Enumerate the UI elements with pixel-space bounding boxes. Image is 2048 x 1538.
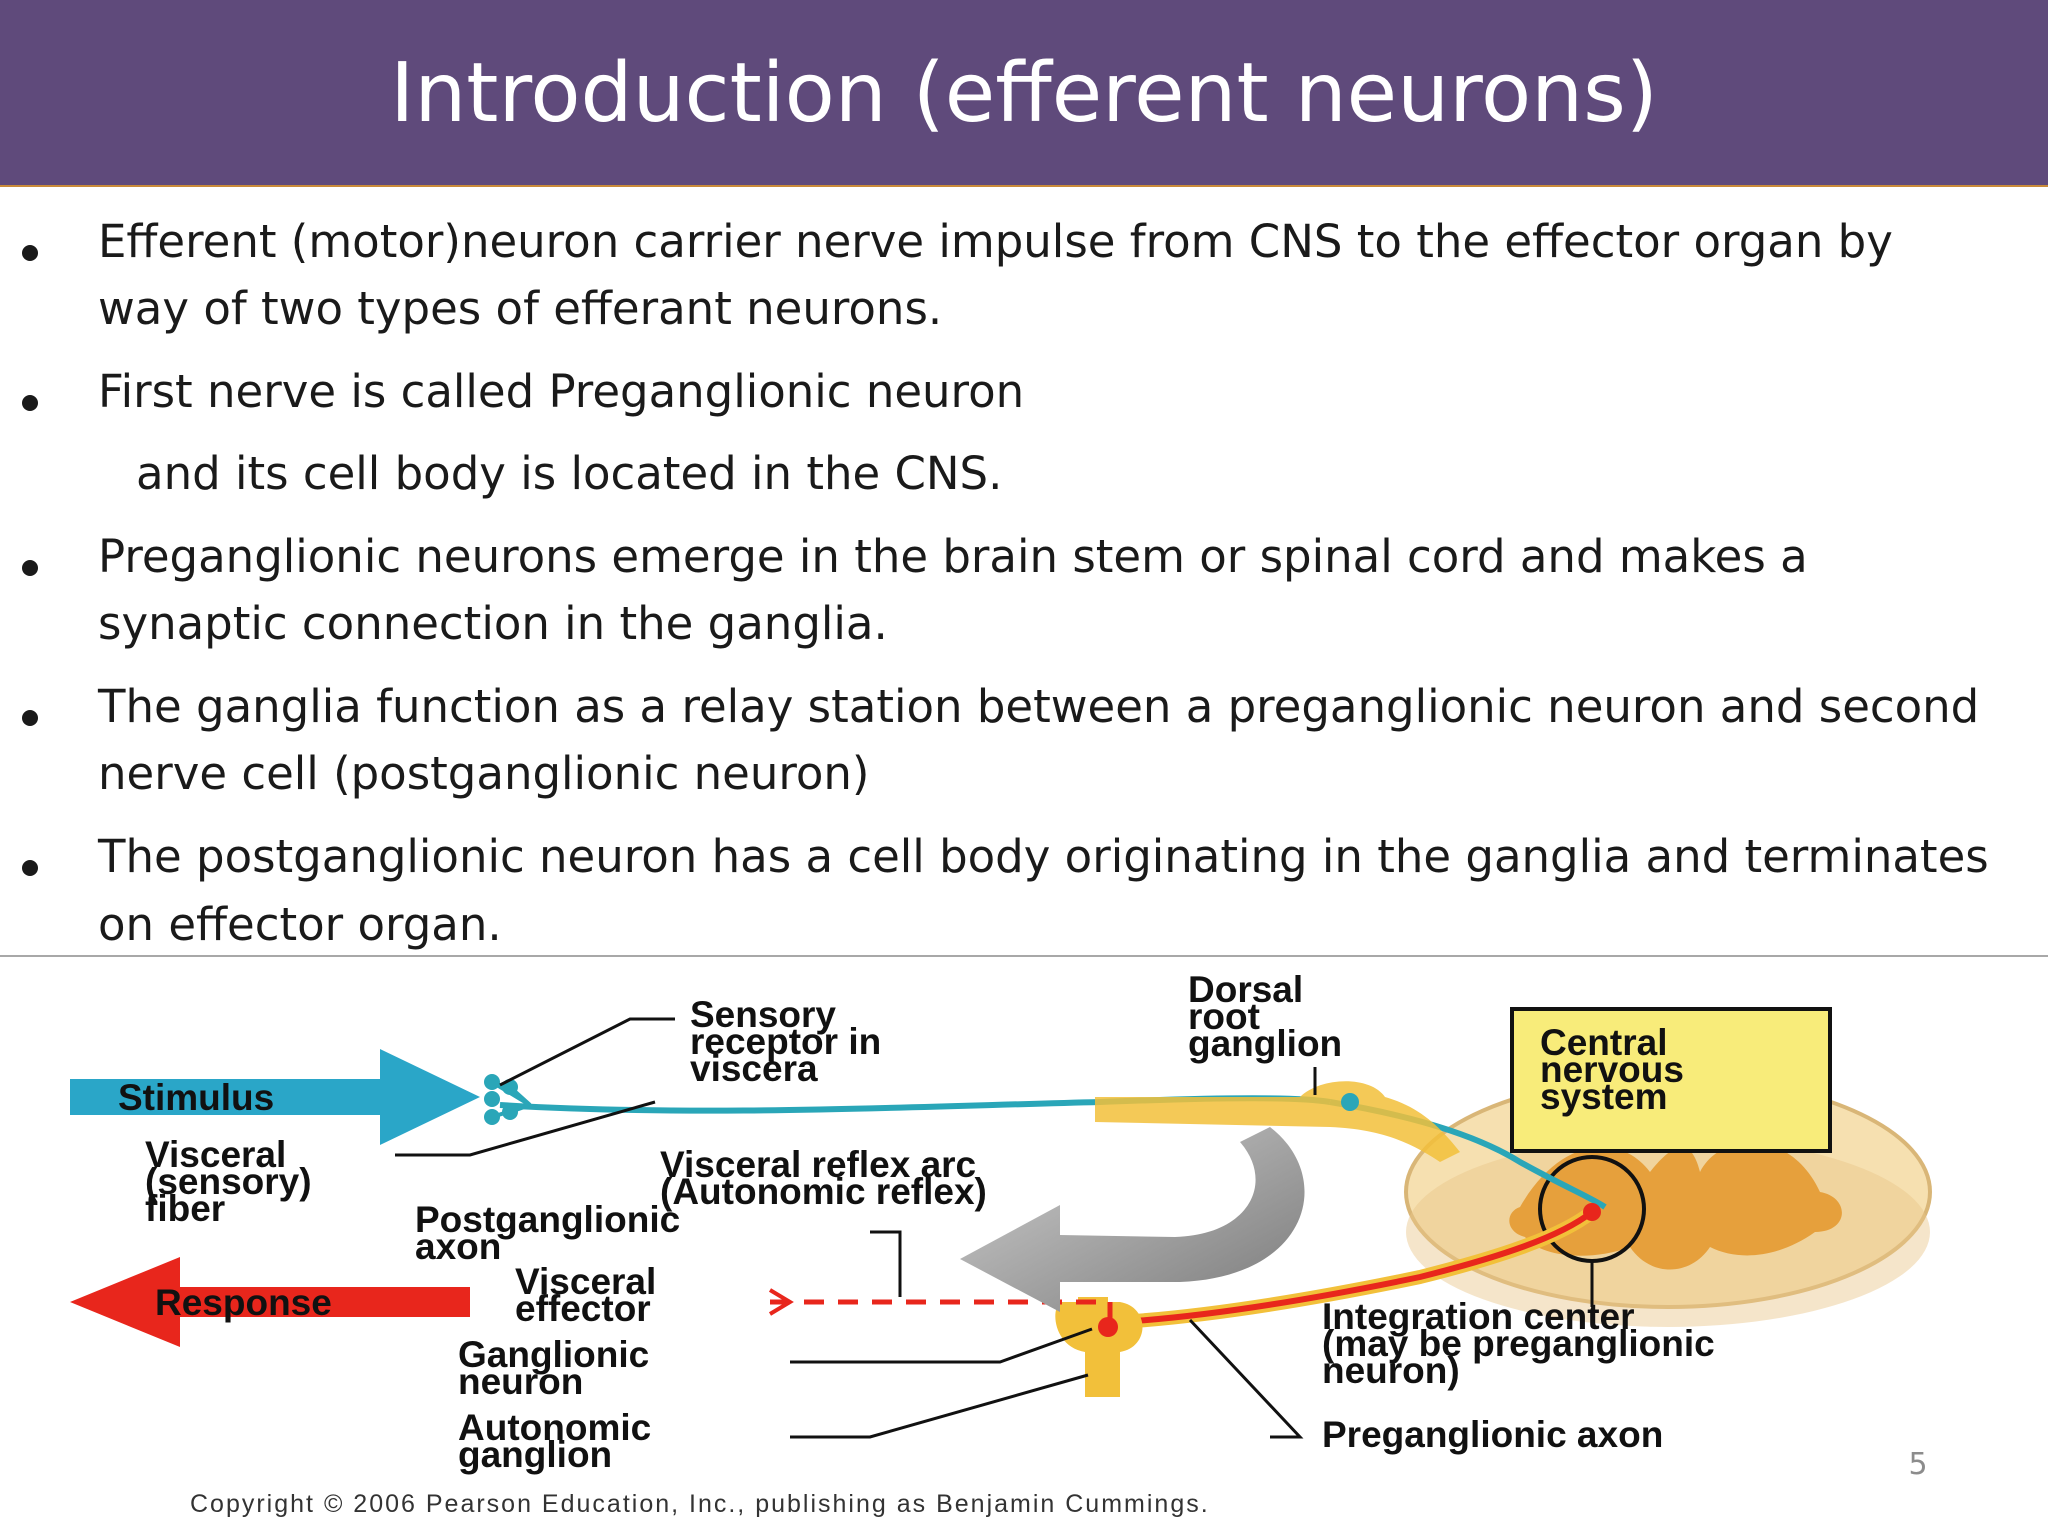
bullet-list: Efferent (motor)neuron carrier nerve imp… xyxy=(0,215,2048,955)
svg-text:nervous: nervous xyxy=(1540,1049,1684,1090)
bullet-4-line-1: The ganglia function as a relay station … xyxy=(98,680,1980,733)
svg-text:axon: axon xyxy=(415,1226,501,1267)
diagram-labels: Sensory receptor in viscera Dorsal root … xyxy=(145,969,1715,1518)
svg-text:effector: effector xyxy=(515,1288,651,1329)
svg-text:neuron): neuron) xyxy=(1322,1350,1460,1391)
svg-text:Ganglionic: Ganglionic xyxy=(458,1334,649,1375)
bullet-3-line-1: Preganglionic neurons emerge in the brai… xyxy=(98,530,1808,583)
bullet-marker xyxy=(22,395,38,411)
svg-text:ganglion: ganglion xyxy=(1188,1023,1342,1064)
svg-text:(sensory): (sensory) xyxy=(145,1161,312,1202)
svg-text:Response: Response xyxy=(155,1282,332,1323)
bullet-2-continuation: and its cell body is located in the CNS. xyxy=(136,447,1003,500)
bullet-5-line-1: The postganglionic neuron has a cell bod… xyxy=(98,830,1989,883)
svg-text:Integration center: Integration center xyxy=(1322,1296,1635,1337)
preganglionic-axon-path xyxy=(1119,1209,1594,1325)
title-bar xyxy=(0,0,2048,187)
reflex-arc-arrow xyxy=(960,1127,1305,1312)
svg-text:Sensory: Sensory xyxy=(690,994,836,1035)
bullet-4-line-2: nerve cell (postganglionic neuron) xyxy=(98,747,870,800)
svg-text:Postganglionic: Postganglionic xyxy=(415,1199,680,1240)
copyright-notice: Copyright © 2006 Pearson Education, Inc.… xyxy=(190,1490,1210,1518)
svg-text:Dorsal: Dorsal xyxy=(1188,969,1303,1010)
svg-text:system: system xyxy=(1540,1076,1668,1117)
svg-text:Visceral reflex arc: Visceral reflex arc xyxy=(660,1144,976,1185)
page-number: 5 xyxy=(1908,1447,1928,1482)
svg-text:Autonomic: Autonomic xyxy=(458,1407,651,1448)
svg-text:Stimulus: Stimulus xyxy=(118,1077,274,1118)
svg-text:Central: Central xyxy=(1540,1022,1667,1063)
svg-text:Visceral: Visceral xyxy=(145,1134,286,1175)
svg-text:ganglion: ganglion xyxy=(458,1434,612,1475)
postganglionic-axon-path xyxy=(770,1299,1113,1327)
bullet-marker xyxy=(22,245,38,261)
svg-text:viscera: viscera xyxy=(690,1048,818,1089)
bullet-marker xyxy=(22,560,38,576)
svg-text:receptor in: receptor in xyxy=(690,1021,881,1062)
reflex-arc-figure: Stimulus Response Sensory receptor in vi… xyxy=(70,969,1932,1518)
cns-box xyxy=(1510,1007,1832,1153)
response-arrow: Response xyxy=(70,1257,470,1347)
svg-text:(may be preganglionic: (may be preganglionic xyxy=(1322,1323,1715,1364)
bullet-marker xyxy=(22,860,38,876)
leader-lines xyxy=(395,1017,1594,1439)
svg-text:fiber: fiber xyxy=(145,1188,225,1229)
bullet-3-line-2: synaptic connection in the ganglia. xyxy=(98,597,888,650)
reflex-arc-diagram: Stimulus Response Sensory receptor in vi… xyxy=(0,955,2048,1538)
svg-text:(Autonomic reflex): (Autonomic reflex) xyxy=(660,1171,987,1212)
bullet-1-line-1: Efferent (motor)neuron carrier nerve imp… xyxy=(98,215,1893,268)
bullet-marker xyxy=(22,710,38,726)
svg-text:neuron: neuron xyxy=(458,1361,583,1402)
slide-title: Introduction (efferent neurons) xyxy=(390,46,1658,141)
svg-text:Preganglionic axon: Preganglionic axon xyxy=(1322,1414,1663,1455)
stimulus-arrow: Stimulus xyxy=(70,1049,480,1145)
bullet-2-line-1: First nerve is called Preganglionic neur… xyxy=(98,365,1025,418)
bullet-1-line-2: way of two types of efferant neurons. xyxy=(98,282,943,335)
bullet-5-line-2: on effector organ. xyxy=(98,898,502,951)
svg-text:root: root xyxy=(1188,996,1260,1037)
dorsal-root-ganglion xyxy=(1095,1081,1460,1162)
svg-text:Visceral: Visceral xyxy=(515,1261,656,1302)
